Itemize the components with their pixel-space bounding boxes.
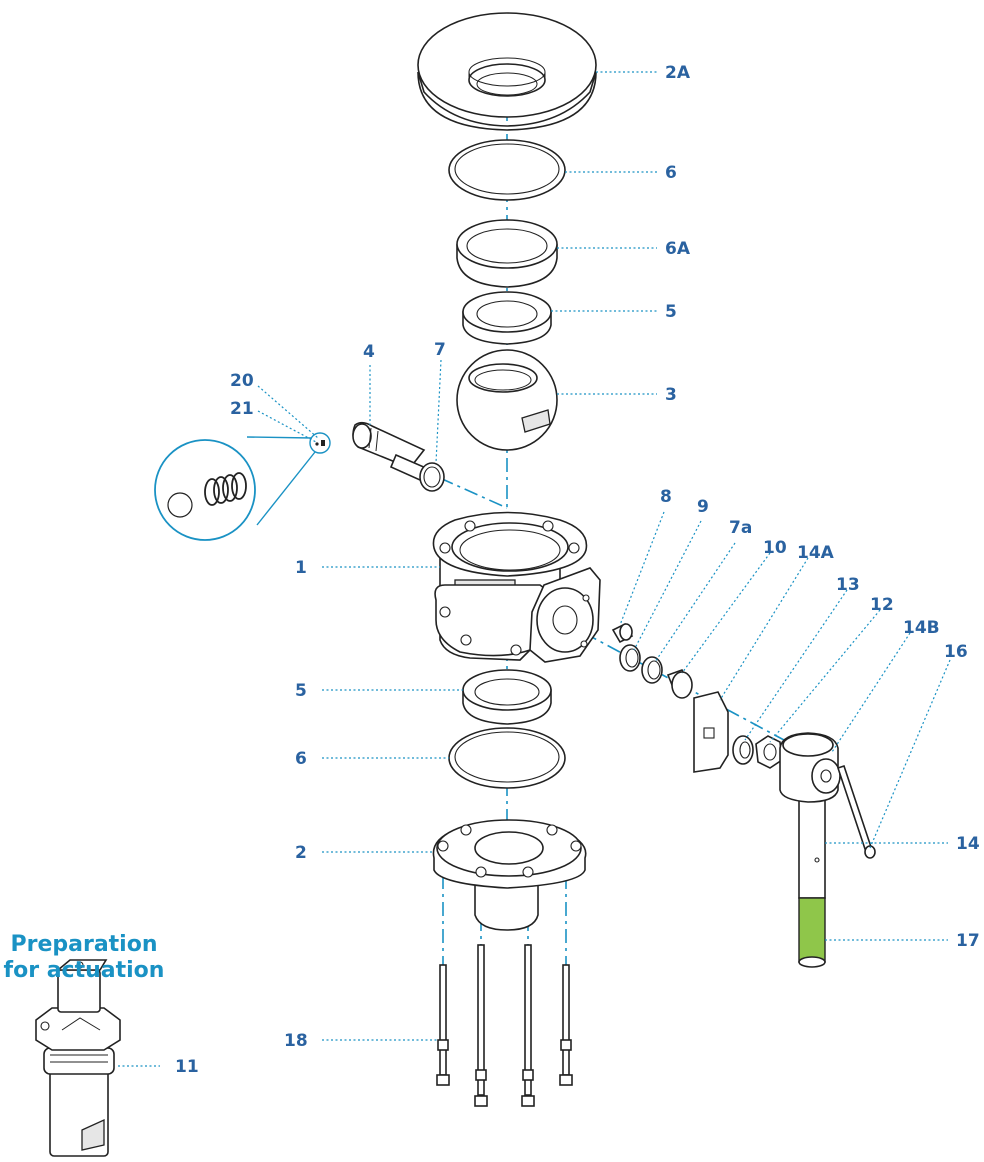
part-7-o-ring: [419, 462, 445, 492]
callout-21: 21: [230, 399, 254, 419]
part-17-grip: [798, 897, 826, 963]
callout-20: 20: [230, 371, 254, 391]
callout-8: 8: [660, 487, 672, 507]
inset-title-line2: for actuation: [4, 958, 165, 983]
callout-5-top: 5: [665, 302, 677, 322]
part-5-top-seat: [462, 291, 552, 345]
part-14a-plate: [693, 691, 729, 773]
part-18-bolts: [436, 944, 573, 1107]
callout-9: 9: [697, 497, 709, 517]
callout-16: 16: [944, 642, 968, 662]
callout-7a: 7a: [729, 518, 752, 538]
leader-lines: [118, 71, 951, 1067]
part-16-screw: [836, 764, 876, 859]
detail-20-21: [154, 432, 331, 541]
part-7a-o-ring: [641, 656, 663, 684]
callout-1: 1: [295, 558, 307, 578]
callout-6-bottom: 6: [295, 749, 307, 769]
callout-18: 18: [284, 1031, 308, 1051]
part-12-nut: [755, 735, 783, 769]
callout-2a: 2A: [665, 63, 691, 83]
part-4-stem: [352, 421, 428, 482]
callout-14a: 14A: [797, 543, 835, 563]
bolt-1: [436, 964, 450, 1086]
bolt-3: [521, 944, 535, 1107]
callout-14: 14: [956, 834, 980, 854]
callout-6a: 6A: [665, 239, 691, 259]
bolt-2: [474, 944, 488, 1107]
callout-labels: 2A 6 6A 5 3 4 7 20 21 1 8 9 7a 10 14A 13…: [175, 63, 980, 1077]
part-6-top-seal-ring: [448, 139, 566, 201]
part-2a-top-cover: [417, 12, 597, 131]
callout-4: 4: [363, 342, 375, 362]
inset-title: Preparation for actuation: [4, 932, 165, 983]
bolt-4: [559, 964, 573, 1086]
callout-7: 7: [434, 340, 446, 360]
callout-6-top: 6: [665, 163, 677, 183]
callout-12: 12: [870, 595, 894, 615]
part-5-bottom-seat: [462, 669, 552, 725]
part-13-washer: [732, 735, 754, 765]
part-20-ball: [167, 492, 193, 518]
callout-13: 13: [836, 575, 860, 595]
part-9-packing: [619, 644, 641, 672]
inset-title-line1: Preparation: [10, 932, 157, 957]
part-3-ball: [456, 349, 558, 451]
part-11-actuation-stem: [35, 959, 121, 1157]
part-1-body: [432, 511, 601, 663]
callout-17: 17: [956, 931, 980, 951]
callout-11: 11: [175, 1057, 199, 1077]
part-14b-hub: [779, 732, 841, 803]
callout-10: 10: [763, 538, 787, 558]
part-6a-ring: [456, 219, 558, 288]
part-21-spring: [204, 472, 247, 506]
part-6-bottom-seal-ring: [448, 727, 566, 789]
callout-5-bottom: 5: [295, 681, 307, 701]
part-2-bottom-cover: [432, 819, 587, 931]
callout-2: 2: [295, 843, 307, 863]
part-10-bushing: [666, 668, 693, 699]
callout-3: 3: [665, 385, 677, 405]
stem-axis: [439, 477, 508, 509]
part-8-screw: [611, 622, 634, 644]
callout-14b: 14B: [903, 618, 940, 638]
